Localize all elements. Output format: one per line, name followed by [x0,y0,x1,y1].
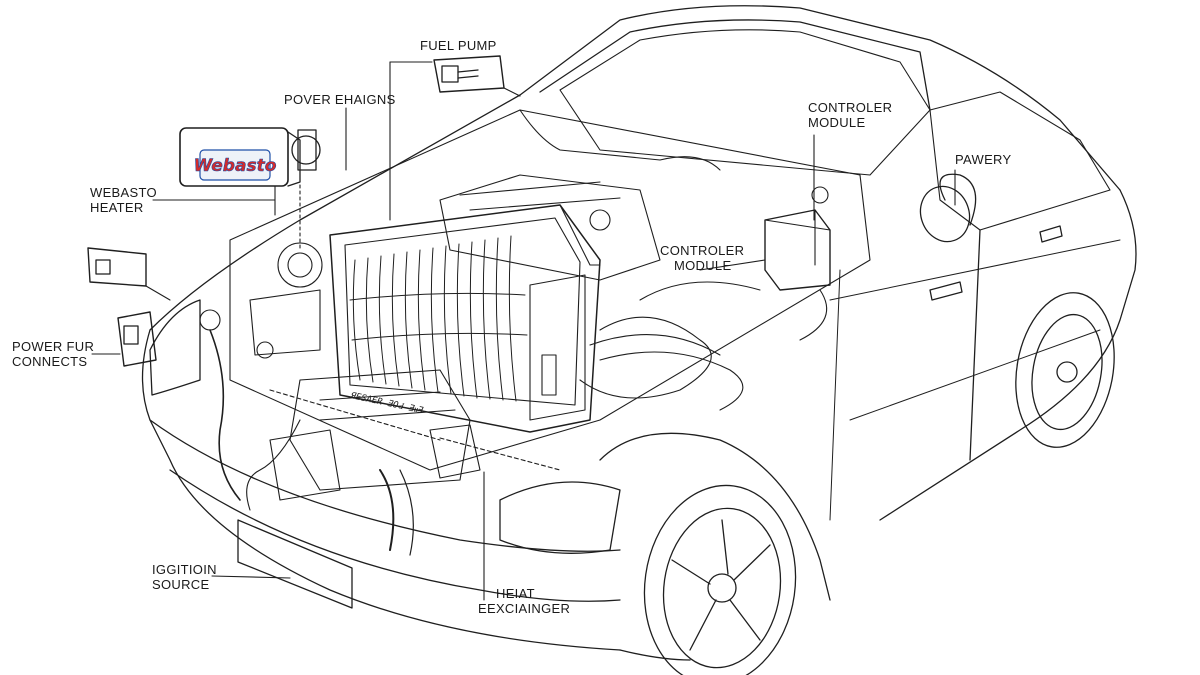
label-controller-module-mid: CONTROLER MODULE [660,243,745,273]
label-webasto-heater: WEBASTO HEATER [90,185,157,215]
callout-lines [91,61,956,601]
radiator-fins [349,235,528,402]
engine-bay [199,109,831,556]
label-ignition-source: IGGITIOIN SOURCE [152,562,217,592]
label-power-connects: POWER FUR CONNECTS [12,339,95,369]
car-body [141,5,1137,675]
label-controller-module-top: CONTROLER MODULE [808,100,893,130]
label-battery: PAWERY [955,152,1012,167]
fuel-pump-part [433,55,505,93]
webasto-badge: Webasto [193,149,277,181]
webasto-badge-text: Webasto [194,156,277,176]
webasto-heater-part [179,127,321,187]
engine-engraving: ЯESAER ƎOԀ ƎᴚƎ [348,391,424,416]
label-power-exhaust: POVER EHAIGNS [284,92,396,107]
label-fuel-pump: FUEL PUMP [420,38,497,53]
label-heat-exchanger: HEIAT EEXCIAINGER [478,586,571,616]
